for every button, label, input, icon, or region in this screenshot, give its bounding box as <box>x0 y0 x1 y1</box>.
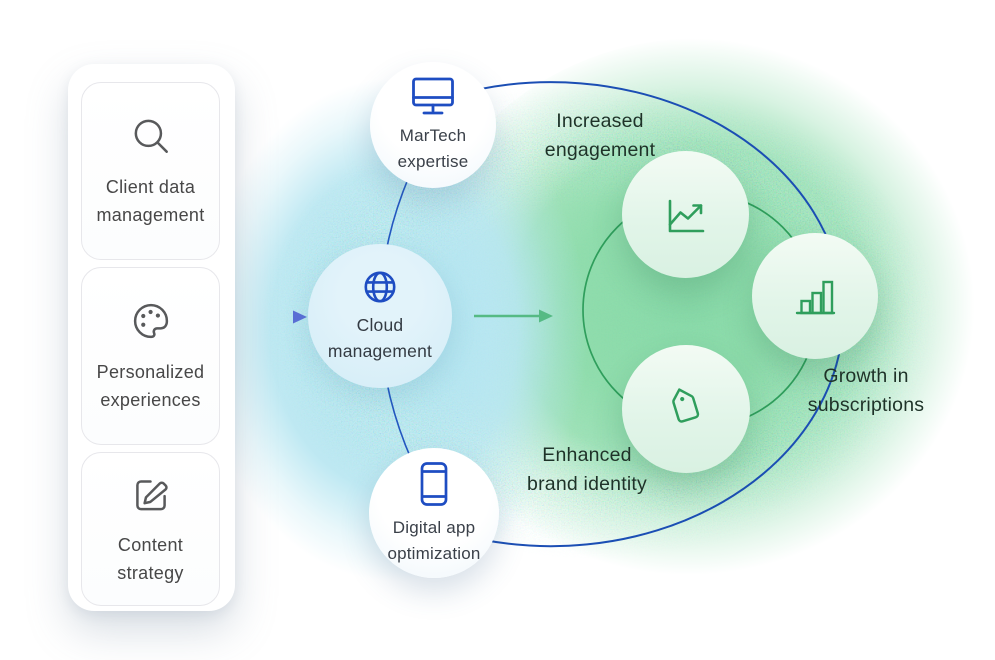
monitor-icon <box>410 76 456 116</box>
outcome-circle-engagement <box>622 151 749 278</box>
card-content-strategy: Content strategy <box>81 452 220 606</box>
outcome-circle-brand <box>622 345 750 473</box>
card-label: Content strategy <box>117 535 184 583</box>
edit-icon <box>128 471 174 517</box>
node-label: MarTech expertise <box>397 125 469 171</box>
node-digital-app-optimization: Digital app optimization <box>369 448 499 578</box>
green-flow-arrow <box>474 309 553 323</box>
label-enhanced-brand-identity: Enhanced brand identity <box>527 444 647 495</box>
card-label: Personalized experiences <box>96 362 205 410</box>
palette-icon <box>128 298 174 344</box>
card-client-data-management: Client data management <box>81 82 220 260</box>
capabilities-panel: Client data management Personalized expe… <box>68 64 235 611</box>
smartphone-icon <box>418 460 450 508</box>
blue-flow-arrow <box>240 310 307 324</box>
line-chart-icon <box>657 186 715 244</box>
bar-chart-icon <box>787 268 843 324</box>
search-icon <box>128 113 174 159</box>
globe-icon <box>362 269 398 305</box>
label-increased-engagement: Increased engagement <box>544 110 656 161</box>
outcome-circle-growth <box>752 233 878 359</box>
node-label: Digital app optimization <box>387 517 481 563</box>
label-growth-in-subscriptions: Growth in subscriptions <box>807 365 925 416</box>
node-martech-expertise: MarTech expertise <box>370 62 496 188</box>
node-label: Cloud management <box>327 314 433 361</box>
node-cloud-management: Cloud management <box>308 244 452 388</box>
card-personalized-experiences: Personalized experiences <box>81 267 220 445</box>
card-label: Client data management <box>96 177 205 225</box>
tag-icon <box>658 381 714 437</box>
